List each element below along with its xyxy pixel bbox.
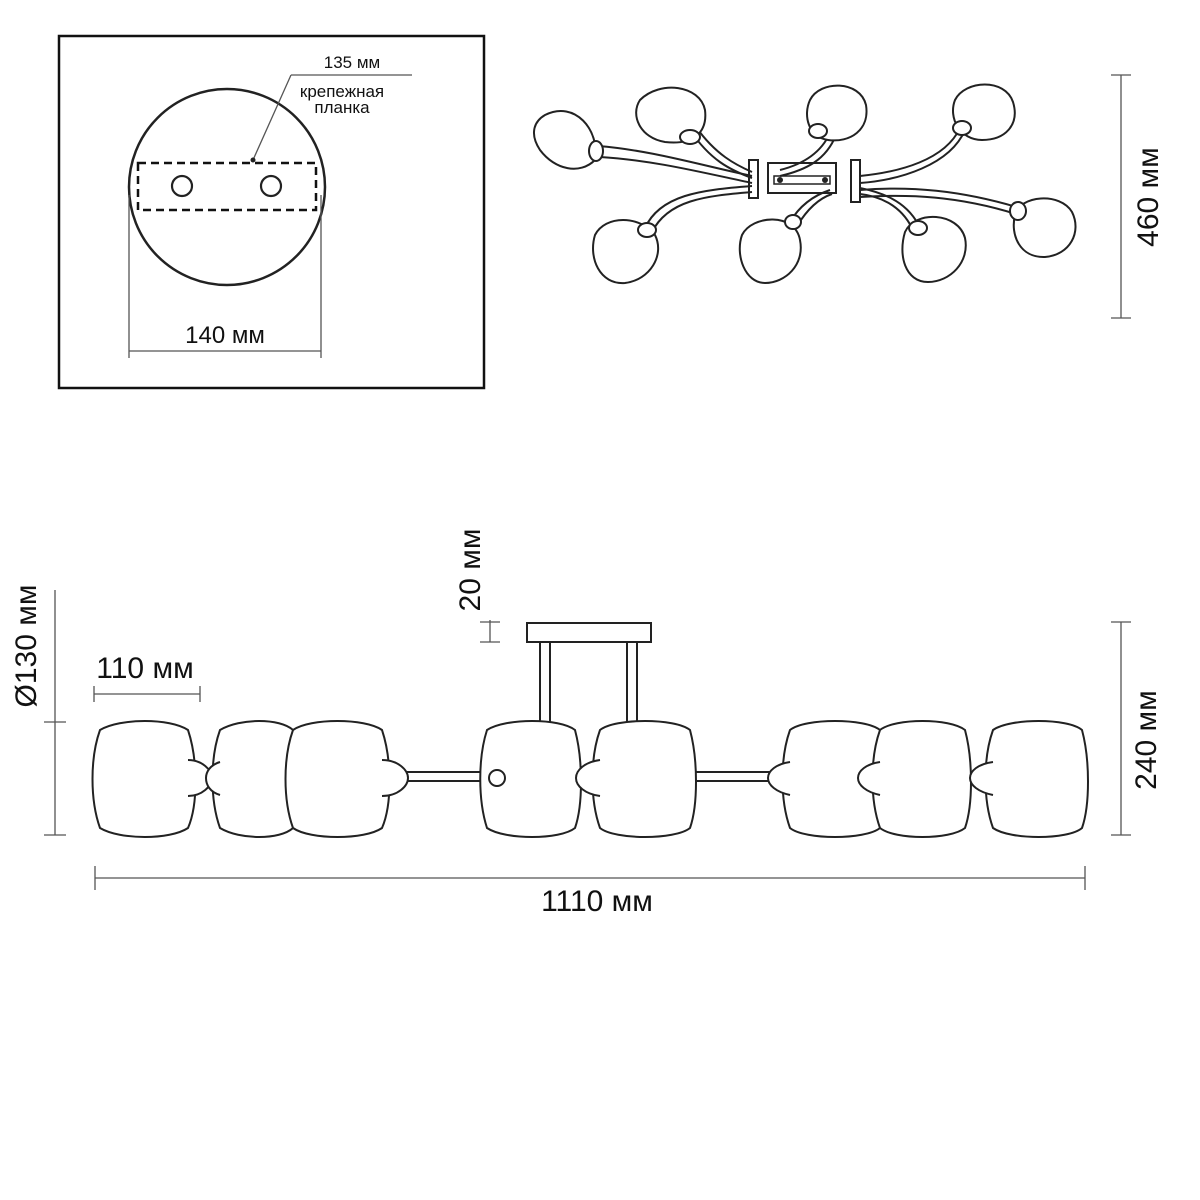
rod-height-label: 20 мм [454, 529, 487, 612]
top-view-shade [1009, 197, 1077, 259]
side-view-shade [574, 720, 697, 838]
top-view-screw-left [777, 177, 783, 183]
canopy-diameter-label: 140 мм [185, 322, 265, 349]
top-view-shade [533, 110, 604, 170]
side-view-shade [91, 720, 214, 838]
side-view-canopy [526, 622, 652, 643]
top-view-shade [806, 84, 868, 142]
side-view-rod-right [626, 641, 638, 731]
top-view-arms [597, 126, 1021, 233]
top-view-shade [901, 216, 967, 284]
total-length-label: 1110 мм [541, 885, 653, 918]
shade-diameter-label: Ø130 мм [10, 585, 43, 708]
side-view-center-knob [488, 769, 506, 787]
side-view-shade [856, 720, 972, 838]
bracket-label-line2: планка [314, 98, 370, 117]
top-view-shade [738, 214, 802, 285]
side-view-shade [968, 720, 1089, 838]
depth-label: 460 мм [1132, 147, 1165, 247]
bracket-hole-right [259, 174, 283, 198]
mount-detail-panel: 135 мм крепежная планка 140 мм [57, 34, 486, 390]
top-view-shade [952, 83, 1016, 142]
top-view-clamp-left [748, 159, 759, 199]
side-view: 20 мм Ø130 мм 110 мм 240 мм 1110 мм [10, 529, 1163, 918]
shade-width-label: 110 мм [96, 652, 193, 685]
bracket-hole-left [170, 174, 194, 198]
bracket-leader-line [252, 74, 292, 161]
canopy-circle [127, 87, 327, 287]
mounting-bracket-outline [136, 161, 318, 212]
top-view-bracket-plate [773, 175, 831, 185]
bracket-width-label: 135 мм [324, 53, 380, 72]
side-view-shade [204, 720, 300, 838]
mount-detail-frame [57, 34, 486, 390]
total-height-label: 240 мм [1130, 690, 1163, 790]
top-view-shade [592, 219, 660, 285]
top-view-canopy-bracket [767, 162, 837, 194]
top-view-screw-right [822, 177, 828, 183]
top-view-clamp-right [850, 159, 861, 203]
side-view-shade [479, 720, 582, 838]
top-view-shade [635, 86, 707, 145]
side-view-shade [284, 720, 410, 838]
bracket-label-line1: крепежная [300, 82, 384, 101]
bracket-leader-dot [250, 157, 256, 163]
top-view: 460 мм [533, 74, 1165, 319]
